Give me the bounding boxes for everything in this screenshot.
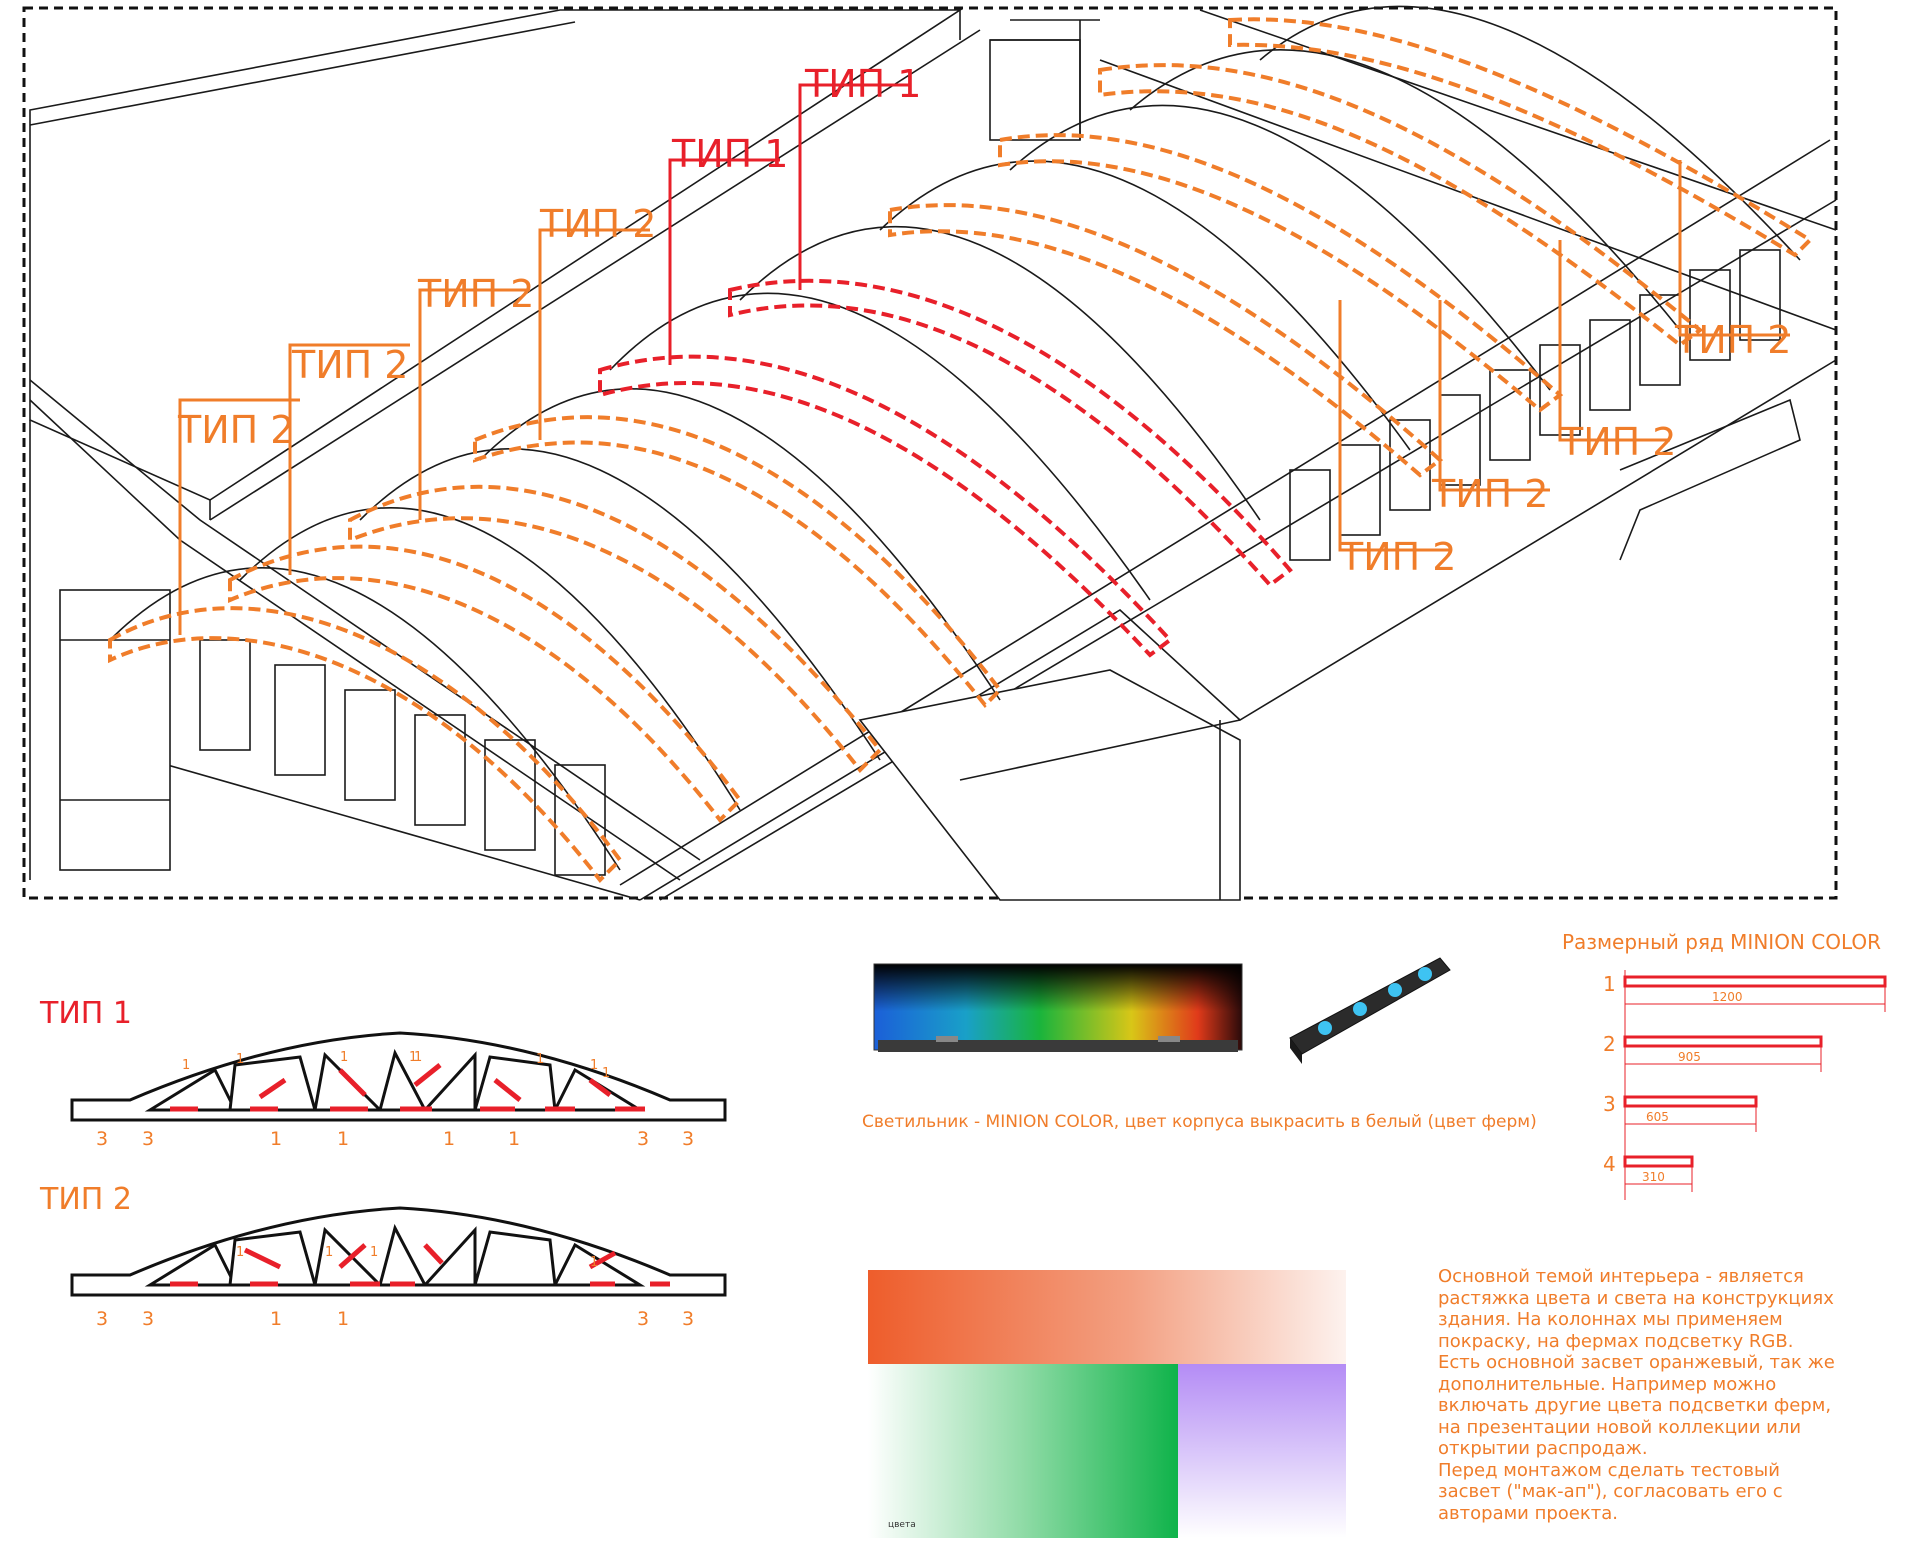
orange-gradient-swatch [868, 1270, 1346, 1364]
type1-outlines [598, 278, 1293, 658]
truss-type1-num-4: 1 [337, 1128, 350, 1150]
callout-type1-upper: ТИП 1 [805, 62, 922, 106]
callout-type2-f: ТИП 2 [1560, 420, 1677, 464]
size-item-1-label: 1200 [1712, 990, 1743, 1004]
truss-type2-title: ТИП 2 [40, 1182, 132, 1217]
note-line: дополнительные. Например можно [1438, 1373, 1777, 1395]
callout-type2-b: ТИП 2 [418, 272, 535, 316]
truss-type1-mark-3: 1 [340, 1050, 349, 1065]
truss-type2-num-2: 3 [142, 1308, 155, 1330]
truss-type1-mark-7: 1 [590, 1058, 599, 1073]
truss-type1-mark-6: 1 [536, 1052, 545, 1067]
truss-type1-num-2: 3 [142, 1128, 155, 1150]
green-gradient-swatch [868, 1364, 1178, 1538]
callout-type2-d: ТИП 2 [178, 408, 295, 452]
truss-type1-title: ТИП 1 [40, 996, 132, 1031]
callout-type2-g: ТИП 2 [1432, 472, 1549, 516]
truss-type2-mark-4: 1 [590, 1255, 599, 1270]
note-line: здания. На колоннах мы применяем [1438, 1309, 1783, 1330]
callout-type1-lower: ТИП 1 [672, 132, 789, 176]
truss-type2-num-1: 3 [96, 1308, 109, 1330]
truss-type1-num-7: 3 [637, 1128, 650, 1150]
callout-type2-a: ТИП 2 [540, 202, 657, 246]
note-line: Перед монтажом сделать тестовый [1438, 1459, 1780, 1481]
truss-arches [109, 5, 1801, 871]
size-item-2-label: 905 [1678, 1050, 1701, 1064]
note-line: растяжка цвета и света на конструкциях [1438, 1287, 1834, 1309]
note-line: покраску, на фермах подсветку RGB. [1438, 1330, 1794, 1352]
size-range-chart [1623, 970, 1887, 1200]
callout-leaders [178, 83, 1790, 635]
truss-type1-mark-2: 1 [236, 1052, 245, 1067]
truss-type2-mark-3: 1 [370, 1245, 379, 1260]
truss-type1-mark-4: 1 [409, 1050, 418, 1065]
truss-type2-num-6: 3 [682, 1308, 695, 1330]
building-linework [29, 9, 1837, 901]
truss-type2-mark-2: 1 [325, 1245, 334, 1260]
note-line: засвет ("мак-ап"), согласовать его с [1438, 1481, 1783, 1502]
truss-type2-leds [170, 1243, 670, 1287]
size-item-2-index: 2 [1603, 1032, 1616, 1056]
note-line: открытии распродаж. [1438, 1438, 1648, 1459]
callout-type2-c: ТИП 2 [292, 343, 409, 387]
note-line: авторами проекта. [1438, 1502, 1618, 1524]
callout-type2-h: ТИП 2 [1340, 535, 1457, 579]
note-line: Есть основной засвет оранжевый, так же [1438, 1352, 1835, 1373]
minion-color-fixture [1289, 957, 1451, 1064]
truss-type1-num-5: 1 [443, 1128, 456, 1150]
truss-type1-num-8: 3 [682, 1128, 695, 1150]
truss-type2-num-5: 3 [637, 1308, 650, 1330]
truss-type1-drawing [70, 1031, 727, 1122]
truss-type1-mark-1: 1 [182, 1058, 191, 1073]
callout-type2-e: ТИП 2 [1675, 318, 1792, 362]
truss-type2-drawing [70, 1206, 727, 1297]
truss-type1-num-6: 1 [508, 1128, 521, 1150]
truss-type1-mark-5: 1 [414, 1050, 423, 1065]
violet-gradient-swatch [1178, 1364, 1346, 1538]
rgb-wash-image [873, 963, 1243, 1052]
axonometric-plan [22, 5, 1838, 901]
green-swatch-label: цвета [888, 1520, 916, 1530]
type2-outlines [108, 17, 1814, 884]
size-item-3-label: 605 [1646, 1110, 1669, 1124]
design-note: Основной темой интерьера - является раст… [1438, 1266, 1838, 1524]
truss-type2-num-4: 1 [337, 1308, 350, 1330]
note-line: на презентации новой коллекции или [1438, 1416, 1802, 1438]
size-range-title: Размерный ряд MINION COLOR [1562, 930, 1882, 954]
truss-type2-mark-1: 1 [236, 1245, 245, 1260]
truss-type2-num-3: 1 [270, 1308, 283, 1330]
plan-frame [22, 6, 1838, 900]
fixture-caption: Светильник - MINION COLOR, цвет корпуса … [862, 1112, 1537, 1132]
note-line: включать другие цвета подсветки ферм, [1438, 1395, 1832, 1416]
size-item-4-index: 4 [1603, 1152, 1616, 1176]
truss-type1-leds [170, 1063, 645, 1112]
size-item-1-index: 1 [1603, 972, 1616, 996]
truss-type1-mark-8: 1 [602, 1066, 611, 1081]
size-item-3-index: 3 [1603, 1092, 1616, 1116]
truss-type1-num-3: 1 [270, 1128, 283, 1150]
truss-type1-num-1: 3 [96, 1128, 109, 1150]
size-item-4-label: 310 [1642, 1170, 1665, 1184]
note-line: Основной темой интерьера - является [1438, 1266, 1804, 1287]
